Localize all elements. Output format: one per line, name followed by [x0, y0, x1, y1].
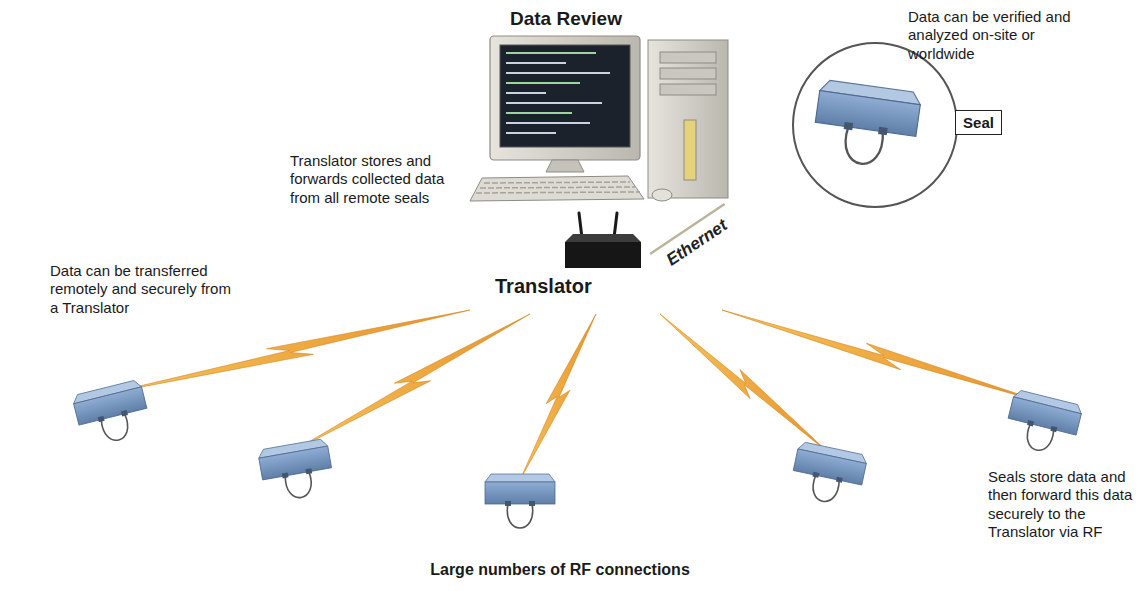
tower-case	[648, 40, 728, 198]
rf-connections	[110, 310, 1045, 480]
keyboard-row	[476, 192, 640, 193]
rf-bolt	[722, 310, 1045, 403]
keyboard-row	[480, 187, 635, 188]
seal-device	[1002, 389, 1083, 458]
screen-line	[506, 82, 580, 84]
seal-device	[485, 474, 555, 528]
seal-wire	[843, 127, 884, 167]
seal-callout	[793, 43, 957, 207]
screen-line	[506, 132, 556, 134]
drive-bay	[660, 52, 716, 63]
screen-line	[506, 92, 546, 94]
seal-body	[815, 91, 920, 137]
screen-line	[506, 122, 590, 124]
note-text: Data can be verified and analyzed on-sit…	[908, 8, 1093, 63]
seal-port	[878, 127, 888, 135]
keyboard-row	[484, 182, 630, 183]
caption-note: Large numbers of RF connections	[390, 560, 730, 580]
seal-body	[1008, 397, 1081, 435]
screen-line	[506, 72, 610, 74]
seal-port	[1050, 426, 1057, 432]
keyboard	[470, 176, 644, 201]
seal-wire	[507, 504, 532, 528]
seal-port	[1027, 420, 1034, 426]
monitor-screen	[500, 45, 630, 147]
seal-body	[485, 482, 555, 504]
monitor-stand	[546, 160, 584, 172]
node-text: Seal	[963, 114, 994, 131]
seal-port	[305, 468, 312, 474]
seal-tag: Seal	[955, 110, 1002, 135]
seal-port	[505, 501, 511, 506]
tower-slot	[684, 120, 696, 180]
seal-port	[121, 410, 128, 416]
seal-device	[72, 379, 153, 448]
drive-bay	[660, 68, 716, 79]
translator-illustration	[565, 213, 641, 268]
node-text: Data Review	[510, 8, 622, 30]
seal-body	[793, 449, 866, 485]
seal-body	[74, 387, 147, 425]
callout-circle	[793, 43, 957, 207]
connector-label: Ethernet	[661, 214, 733, 271]
seal-device	[810, 79, 921, 171]
seal-port	[282, 472, 289, 478]
drive-bay	[660, 84, 716, 95]
translator-top	[565, 234, 641, 242]
translator-node: Translator	[490, 208, 650, 300]
seal-wire	[285, 472, 314, 500]
seal-body	[259, 446, 332, 480]
note-text: Seals store data and then forward this d…	[988, 468, 1140, 541]
note-text: Data can be transferred remotely and sec…	[50, 262, 240, 317]
rf-bolt	[520, 314, 596, 480]
seal-port	[98, 416, 105, 422]
translator-body	[565, 242, 641, 268]
seal-port	[844, 122, 854, 130]
computer-node: Data Review	[470, 4, 738, 204]
mouse	[652, 189, 672, 201]
seal-port	[812, 472, 819, 478]
remote-seals	[72, 379, 1084, 528]
screen-line	[506, 112, 572, 114]
screen-line	[506, 62, 566, 64]
monitor-bezel	[490, 36, 640, 160]
seal-top	[485, 474, 555, 482]
seal-port	[836, 477, 843, 483]
seal-device	[788, 441, 868, 508]
note-text: Translator stores and forwards collected…	[290, 152, 462, 207]
computer-illustration	[470, 36, 728, 201]
seal-device	[257, 438, 335, 503]
node-text: Translator	[495, 275, 592, 298]
screen-line	[506, 102, 602, 104]
seal-port	[529, 501, 535, 506]
screen-line	[506, 52, 596, 54]
rf-bolt	[295, 314, 530, 450]
